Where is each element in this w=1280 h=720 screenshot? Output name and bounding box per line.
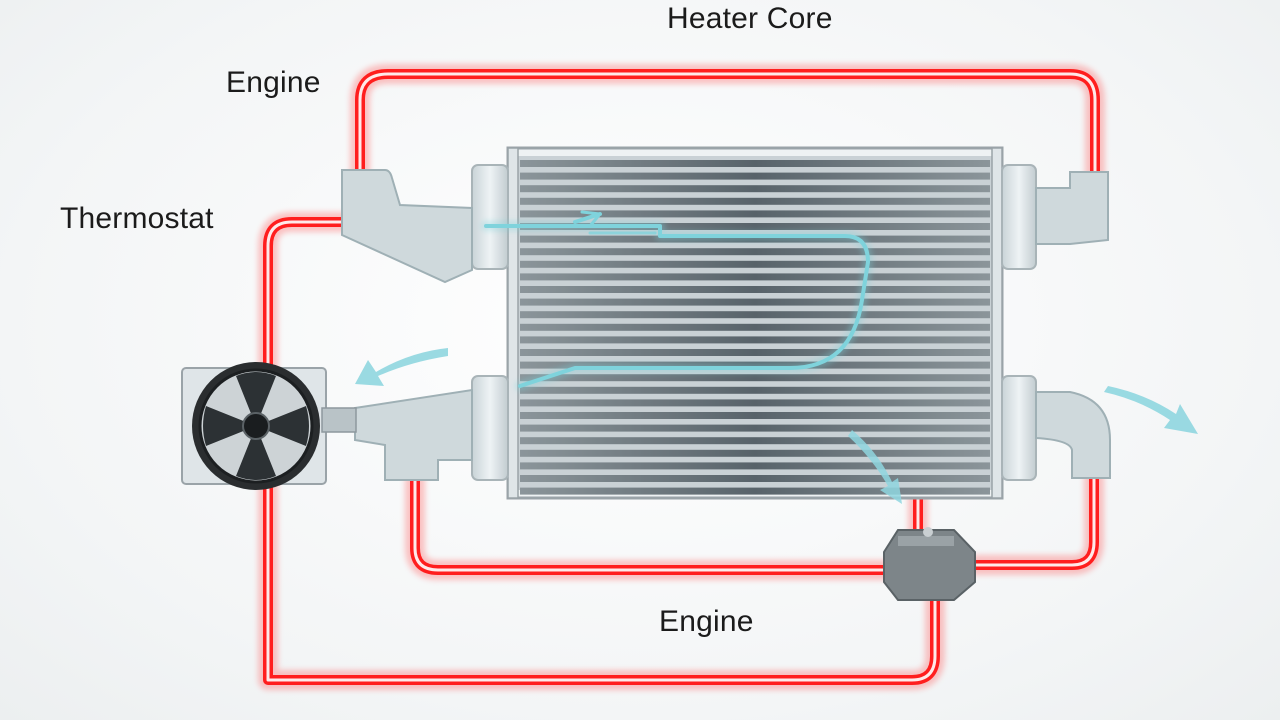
- radiator-fin: [520, 349, 990, 356]
- radiator-fin: [520, 210, 990, 218]
- radiator-fin: [520, 197, 990, 205]
- radiator-fin: [520, 298, 990, 306]
- radiator-fin: [520, 273, 990, 281]
- radiator-fin: [520, 399, 990, 407]
- bottom-left-fitting: [354, 388, 473, 481]
- radiator-fin: [520, 487, 990, 495]
- airflow-arrow-icon: [355, 348, 1198, 504]
- radiator-fin: [520, 462, 990, 470]
- fan-icon: [181, 362, 357, 490]
- radiator-fin: [520, 374, 990, 382]
- radiator-fin: [520, 260, 990, 268]
- radiator-fin: [520, 449, 990, 457]
- radiator-fin: [520, 172, 990, 180]
- radiator-fin: [520, 323, 990, 331]
- thermostat-label: Thermostat: [60, 202, 214, 235]
- top-right-fitting: [1035, 171, 1109, 245]
- pressure-cap-icon: [883, 527, 976, 601]
- radiator-fin: [520, 336, 990, 344]
- engine-bottom-label: Engine: [659, 605, 754, 638]
- fan-blades: [203, 372, 309, 480]
- heater-core-label: Heater Core: [667, 2, 833, 35]
- radiator-fin: [520, 437, 990, 445]
- radiator-fin: [520, 311, 990, 319]
- hose-fittings: [341, 169, 1111, 481]
- radiator-fin: [520, 223, 990, 230]
- engine-top-label: Engine: [226, 66, 321, 99]
- airflow-arrows: [481, 210, 873, 391]
- heater-core-radiator: [506, 146, 1004, 500]
- radiator-fin: [520, 185, 990, 193]
- radiator-fin: [520, 286, 990, 293]
- radiator-fin: [520, 248, 990, 256]
- top-left-fitting: [341, 169, 473, 284]
- radiator-fin: [520, 475, 990, 482]
- radiator-tanks: [471, 164, 1037, 481]
- radiator-fin: [520, 386, 990, 394]
- radiator-fin: [520, 412, 990, 419]
- radiator-fin: [520, 424, 990, 432]
- bottom-right-fitting: [1035, 391, 1111, 479]
- radiator-fin: [520, 160, 990, 167]
